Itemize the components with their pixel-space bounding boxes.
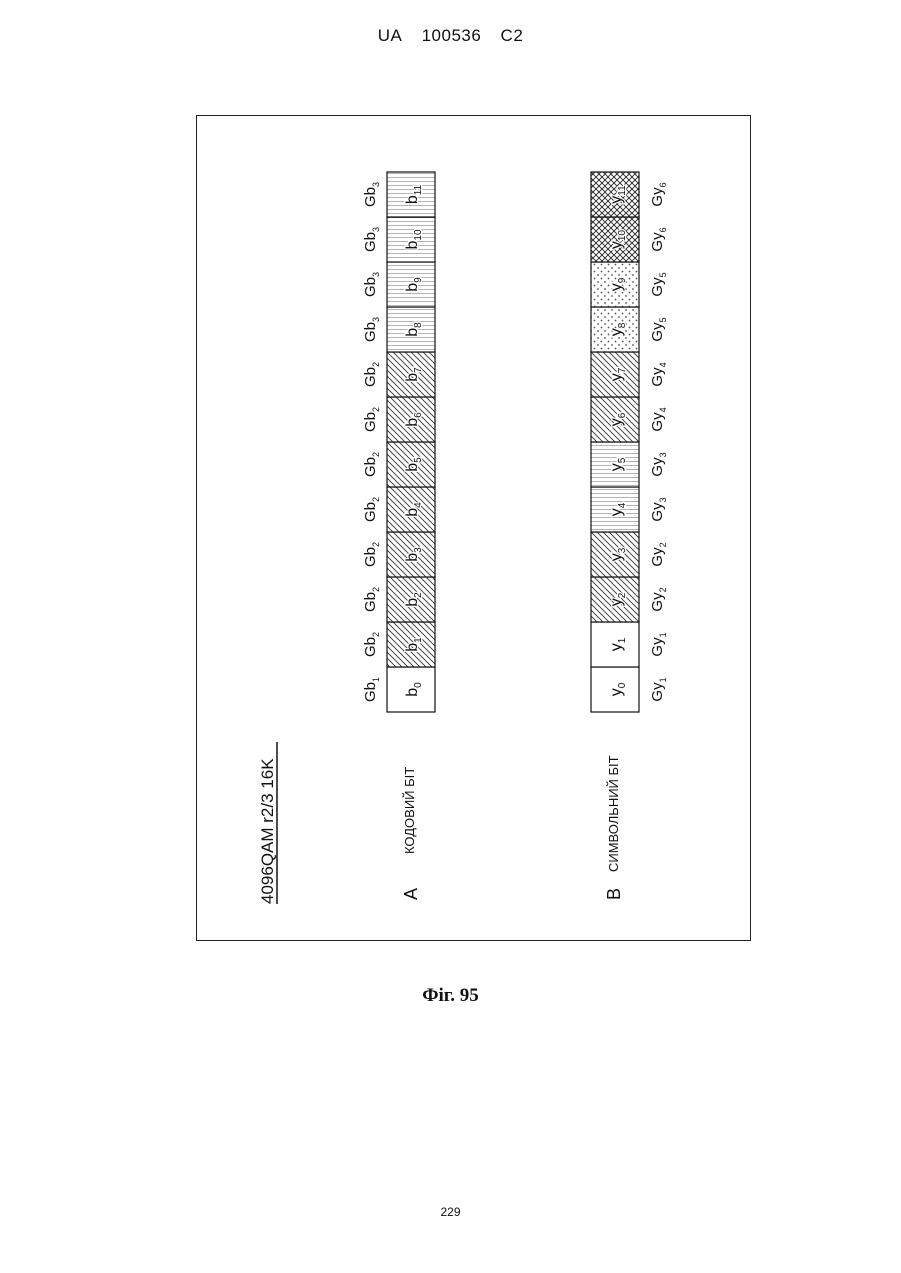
page-number: 229	[0, 1205, 901, 1219]
symbol-bit-group-label-11: Gy6	[649, 182, 668, 206]
symbol-bit-group-label-7: Gy4	[649, 362, 668, 386]
symbol-bit-group-label-8: Gy5	[649, 317, 668, 341]
symbol-bit-group-label-4: Gy3	[649, 497, 668, 521]
code-bit-row: b0Gb1b1Gb2b2Gb2b3Gb2b4Gb2b5Gb2b6Gb2b7Gb2…	[362, 172, 435, 712]
symbol-bit-group-label-6: Gy4	[649, 407, 668, 431]
symbol-bit-row: y0Gy1y1Gy1y2Gy2y3Gy2y4Gy3y5Gy3y6Gy4y7Gy4…	[591, 172, 668, 712]
diagram-title: 4096QAM r2/3 16K	[258, 758, 277, 904]
code-bit-group-label-7: Gb2	[362, 362, 381, 387]
code-bit-group-label-5: Gb2	[362, 452, 381, 477]
code-bit-group-label-6: Gb2	[362, 407, 381, 432]
code-bit-group-label-11: Gb3	[362, 182, 381, 207]
header-kind: C2	[501, 26, 524, 45]
header-country: UA	[378, 26, 403, 45]
bit-assignment-diagram: 4096QAM r2/3 16K A КОДОВИЙ БІТ B СИМВОЛЬ…	[197, 116, 752, 942]
code-bit-group-label-4: Gb2	[362, 497, 381, 522]
symbol-bit-group-label-2: Gy2	[649, 587, 668, 611]
patent-header: UA 100536 C2	[0, 26, 901, 46]
code-bit-group-label-10: Gb3	[362, 227, 381, 252]
section-b-label: СИМВОЛЬНИЙ БІТ	[606, 755, 621, 872]
code-bit-cell-10	[387, 217, 435, 262]
header-number: 100536	[422, 26, 482, 45]
code-bit-group-label-9: Gb3	[362, 272, 381, 297]
symbol-bit-group-label-3: Gy2	[649, 542, 668, 566]
code-bit-group-label-1: Gb2	[362, 632, 381, 657]
code-bit-group-label-3: Gb2	[362, 542, 381, 567]
symbol-bit-group-label-1: Gy1	[649, 632, 668, 656]
code-bit-group-label-0: Gb1	[362, 677, 381, 702]
symbol-bit-cell-11	[591, 172, 639, 217]
figure-rotated-content: 4096QAM r2/3 16K A КОДОВИЙ БІТ B СИМВОЛЬ…	[197, 116, 752, 942]
section-a-letter: A	[401, 888, 421, 900]
code-bit-group-label-2: Gb2	[362, 587, 381, 612]
symbol-bit-group-label-9: Gy5	[649, 272, 668, 296]
figure-caption: Фіг. 95	[0, 985, 901, 1007]
figure-frame: 4096QAM r2/3 16K A КОДОВИЙ БІТ B СИМВОЛЬ…	[196, 115, 751, 941]
symbol-bit-group-label-5: Gy3	[649, 452, 668, 476]
symbol-bit-group-label-0: Gy1	[649, 677, 668, 701]
section-b-letter: B	[604, 888, 624, 900]
section-a-label: КОДОВИЙ БІТ	[402, 767, 417, 854]
symbol-bit-group-label-10: Gy6	[649, 227, 668, 251]
symbol-bit-cell-10	[591, 217, 639, 262]
code-bit-group-label-8: Gb3	[362, 317, 381, 342]
